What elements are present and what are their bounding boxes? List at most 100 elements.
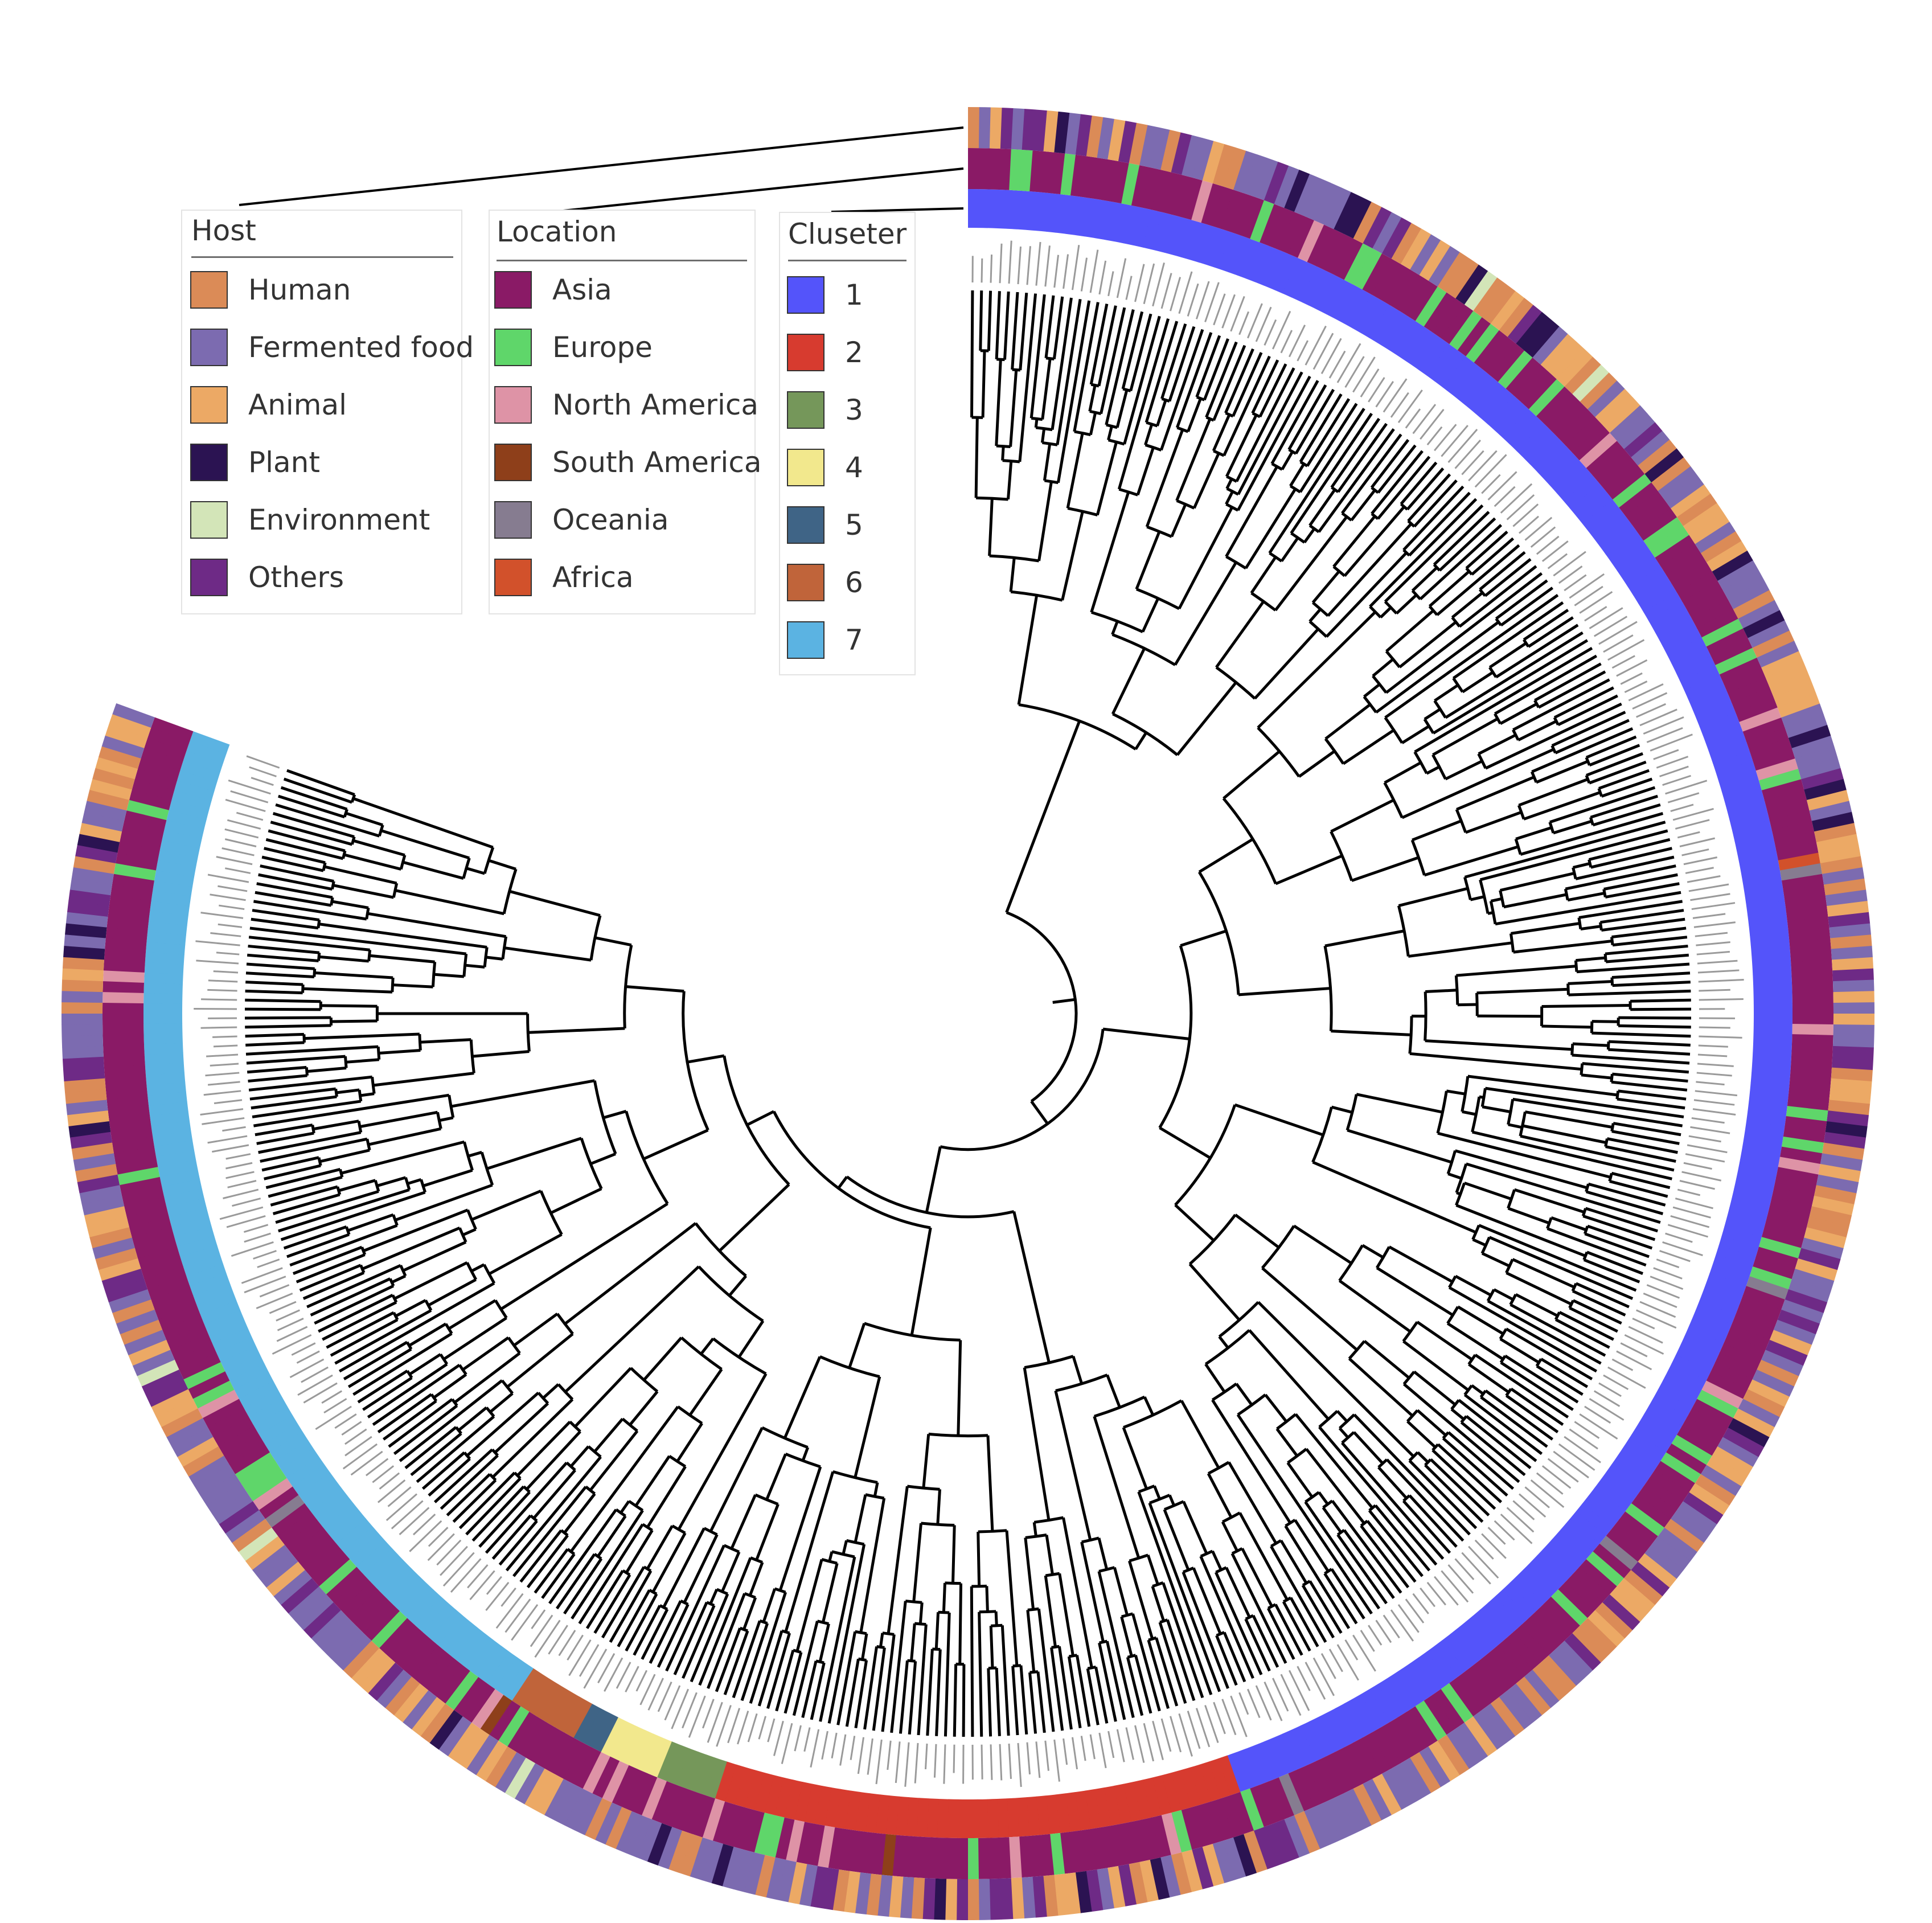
tree-arc <box>1479 588 1487 597</box>
tree-branch <box>1598 769 1650 790</box>
host-cell <box>843 1871 860 1913</box>
legend-divider <box>191 256 453 258</box>
location-cell <box>218 1425 260 1456</box>
tree-branch <box>1478 1224 1637 1292</box>
tree-branch <box>1056 299 1082 445</box>
host-cell <box>1788 724 1831 749</box>
tree-branch <box>1416 1409 1447 1437</box>
tree-branch <box>318 1294 393 1333</box>
location-cell <box>132 1227 175 1248</box>
cluster-cell <box>298 1472 336 1503</box>
tree-branch <box>1472 1238 1487 1247</box>
host-cell <box>1818 1163 1861 1183</box>
cluster-cell <box>1753 972 1792 985</box>
location-cell <box>1790 1065 1832 1079</box>
cluster-cell <box>1628 566 1667 596</box>
host-cell <box>1362 1778 1392 1821</box>
tree-branch <box>1512 678 1610 731</box>
host-cell <box>457 1728 490 1769</box>
tree-branch <box>555 1553 596 1610</box>
tree-branch <box>253 900 367 921</box>
tip-label-mark <box>1454 1558 1475 1580</box>
tip-label-mark <box>1530 1479 1565 1508</box>
tree-branch <box>1029 294 1046 419</box>
location-cell <box>311 1551 350 1586</box>
tip-label-mark <box>924 1743 928 1770</box>
tree-arc <box>774 1587 786 1594</box>
tip-label-mark <box>1690 893 1730 901</box>
cluster-cell <box>734 1767 756 1807</box>
tip-label-mark <box>990 1744 993 1780</box>
location-cell <box>291 1527 330 1562</box>
tree-arc <box>978 1529 1007 1534</box>
location-cell <box>1211 186 1234 229</box>
tip-label-mark <box>1603 634 1634 653</box>
host-cell <box>92 768 135 790</box>
tree-branch <box>707 1593 746 1689</box>
tree-branch <box>1512 1097 1683 1127</box>
tree-branch <box>1275 1428 1299 1457</box>
cluster-cell <box>1152 212 1172 252</box>
host-cell <box>1223 147 1246 190</box>
tree-branch <box>590 1153 616 1166</box>
tree-branch <box>1447 1172 1462 1180</box>
host-cell <box>1524 1670 1560 1708</box>
tip-label-mark <box>224 828 259 839</box>
tree-arc <box>1384 600 1398 615</box>
location-cell <box>881 1834 896 1876</box>
tree-branch <box>343 853 401 871</box>
cluster-cell <box>1104 1785 1122 1826</box>
tree-arc <box>671 1524 686 1535</box>
tree-branch <box>646 1525 674 1570</box>
tree-branch <box>526 1430 581 1491</box>
cluster-cell <box>453 1627 486 1665</box>
tip-label-mark <box>1639 1301 1676 1318</box>
location-cell <box>1692 1399 1733 1428</box>
host-cell <box>1353 202 1382 244</box>
tree-branch <box>1244 488 1297 569</box>
location-cell <box>121 1187 165 1207</box>
tree-arc <box>1580 1063 1584 1076</box>
tree-arc <box>1270 1539 1282 1548</box>
location-cell <box>1746 727 1789 752</box>
location-cell <box>1790 949 1832 963</box>
tree-branch <box>258 873 333 891</box>
tree-branch <box>286 769 355 796</box>
tree-arc <box>1339 1413 1356 1429</box>
tip-label-mark <box>1080 1736 1086 1761</box>
tree-arc <box>1271 462 1283 471</box>
location-cell <box>1649 1469 1689 1502</box>
tip-label-mark <box>212 1035 237 1038</box>
cluster-cell <box>1600 524 1638 555</box>
location-cell <box>1579 1559 1617 1595</box>
tip-label-mark <box>1178 271 1193 314</box>
cluster-cell <box>478 1646 510 1683</box>
location-cell <box>1506 357 1541 396</box>
tree-branch <box>302 987 392 994</box>
legend-label: Oceania <box>552 503 669 536</box>
tree-branch <box>245 981 303 986</box>
host-cell <box>1118 1864 1137 1906</box>
cluster-cell <box>216 1336 256 1362</box>
tree-arc <box>821 1558 838 1565</box>
location-cell <box>102 1002 144 1014</box>
tree-branch <box>1413 479 1458 528</box>
host-cell <box>64 934 106 949</box>
tree-branch <box>252 909 320 922</box>
host-cell <box>128 1339 171 1366</box>
cluster-cell <box>144 1052 184 1065</box>
location-cell <box>1619 482 1658 516</box>
cluster-cell <box>906 1797 920 1837</box>
tree-arc <box>1550 745 1557 754</box>
host-cell <box>64 1078 106 1093</box>
legend-divider <box>497 260 747 261</box>
cluster-cell <box>144 962 184 975</box>
legend-item-location: Asia <box>494 269 612 310</box>
tip-label-mark <box>1646 727 1683 743</box>
tip-label-mark <box>1026 1742 1031 1775</box>
tree-branch <box>1072 1355 1084 1384</box>
tree-branch <box>899 1660 909 1734</box>
cluster-cell <box>1426 344 1458 382</box>
cluster-cell <box>1016 1797 1030 1837</box>
tree-arc <box>1451 616 1461 628</box>
